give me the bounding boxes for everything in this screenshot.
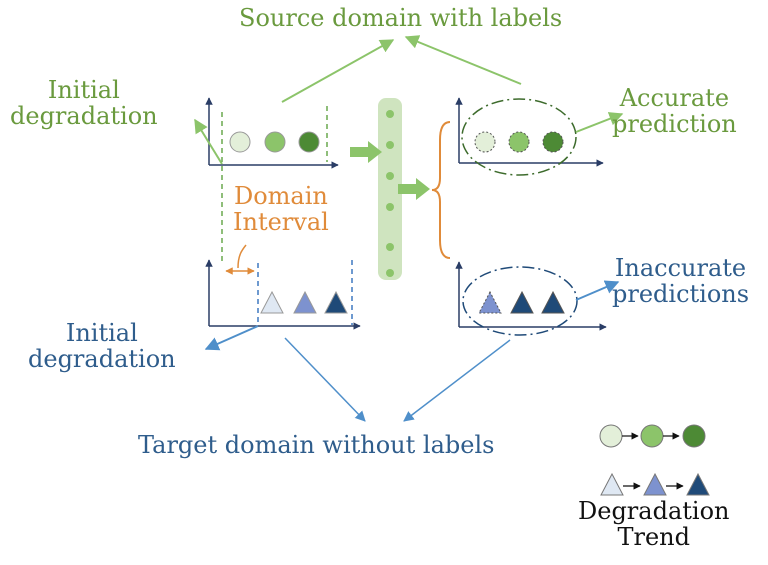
inaccurate-triangle-dark-2 [541, 290, 565, 314]
inaccurate-predictions-line1: Inaccurate [614, 254, 747, 282]
legend-circle-light [599, 424, 623, 448]
arrow-target-left [284, 337, 366, 422]
accurate-circle-mid [508, 131, 530, 153]
inaccurate-predictions-line2: predictions [612, 280, 750, 309]
inaccurate-triangle-mid [478, 290, 502, 314]
legend-title-line1: Degradation [578, 497, 730, 525]
inaccurate-predictions-label: Inaccurate predictions [612, 255, 749, 308]
legend [599, 424, 710, 496]
output-bracket [431, 121, 451, 259]
source-circle-mid [264, 131, 286, 153]
source-circle-dark [298, 131, 320, 153]
legend-title: Degradation Trend [578, 498, 730, 551]
initial-degradation-source-label: Initial degradation [10, 77, 158, 130]
arrow-target-right [403, 339, 511, 422]
legend-triangle-mid [643, 472, 667, 496]
network-block [378, 98, 402, 280]
arrow-source-right [404, 35, 522, 85]
accurate-plot [455, 97, 604, 176]
accurate-prediction-label: Accurate prediction [612, 85, 737, 138]
accurate-prediction-line1: Accurate [619, 84, 730, 112]
domain-interval-pointer [237, 244, 247, 269]
initial-degradation-source-line2: degradation [10, 102, 158, 131]
legend-triangle-light [600, 472, 624, 496]
output-block-arrow [398, 178, 430, 200]
arrow-inaccurate [575, 280, 620, 301]
initial-degradation-target-line1: Initial [65, 319, 138, 347]
target-triangle-mid [293, 290, 317, 314]
initial-degradation-source-line1: Initial [47, 76, 120, 104]
initial-degradation-source-arrow [194, 118, 223, 165]
inaccurate-ellipse [462, 266, 578, 336]
arrow-source-left [281, 39, 395, 103]
initial-degradation-target-arrow [204, 325, 259, 351]
source-circle-light [229, 131, 251, 153]
accurate-circle-light [474, 131, 496, 153]
target-plot [204, 259, 361, 351]
domain-interval-line1: Domain [233, 182, 328, 210]
inaccurate-plot [455, 261, 607, 336]
domain-interval-label: Domain Interval [233, 183, 329, 236]
legend-triangle-dark [686, 472, 710, 496]
target-triangle-light [260, 290, 284, 314]
initial-degradation-target-line2: degradation [28, 345, 176, 374]
initial-degradation-target-label: Initial degradation [28, 320, 176, 373]
target-domain-label: Target domain without labels [138, 431, 495, 459]
domain-interval-line2: Interval [233, 208, 329, 237]
source-plot [194, 97, 339, 262]
target-triangle-dark [324, 290, 348, 314]
inaccurate-triangle-dark-1 [510, 290, 534, 314]
source-domain-label: Source domain with labels [239, 4, 563, 32]
arrow-accurate [575, 112, 624, 133]
input-block-arrow [350, 141, 382, 163]
legend-circle-dark [682, 424, 706, 448]
accurate-ellipse [461, 98, 577, 176]
accurate-circle-dark [542, 131, 564, 153]
accurate-prediction-line2: prediction [612, 110, 737, 139]
legend-title-line2: Trend [617, 523, 690, 552]
legend-circle-mid [640, 424, 664, 448]
